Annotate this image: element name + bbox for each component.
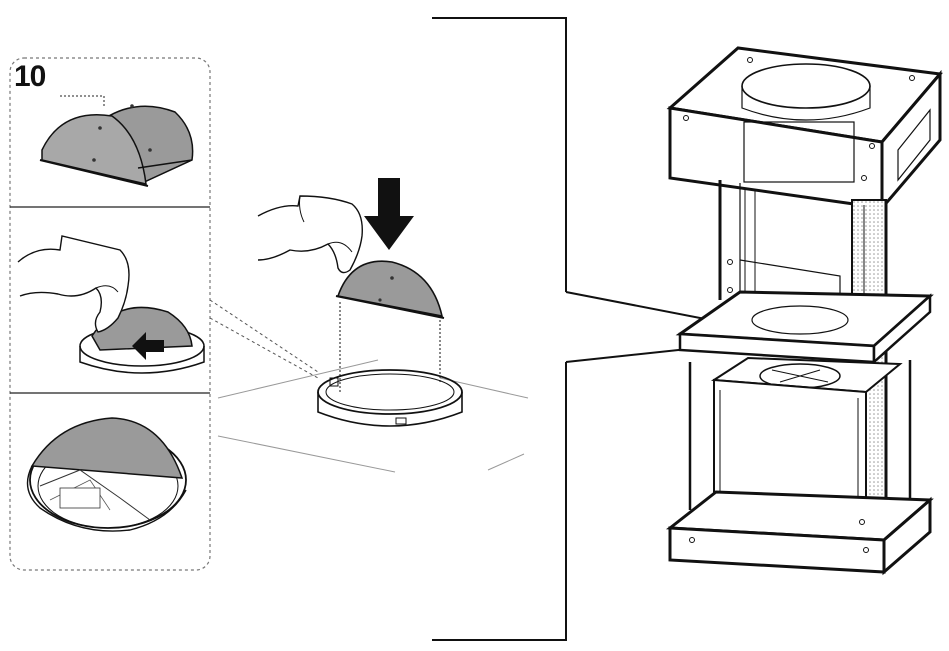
plane-line — [217, 359, 379, 399]
hood-frame — [665, 46, 943, 576]
hand-2 — [17, 235, 130, 333]
step-leader-line — [60, 95, 105, 108]
central-ring-side — [317, 392, 463, 427]
duct-opening — [741, 63, 871, 109]
detail-leader-lines — [209, 299, 319, 379]
flap-installed — [30, 417, 184, 479]
central-view — [217, 178, 529, 473]
step-number: 10 — [14, 60, 46, 93]
flaps-pair-illustration — [39, 104, 194, 187]
detail-panel — [9, 57, 211, 571]
hand-central — [257, 195, 363, 274]
installed-flap-illustration — [26, 417, 187, 532]
insert-flap-illustration — [17, 235, 205, 374]
left-arrow-icon — [132, 332, 164, 360]
central-flap — [336, 260, 444, 318]
down-arrow-icon — [364, 178, 414, 250]
detail-panel-border — [9, 57, 211, 571]
flap-front — [41, 114, 147, 185]
